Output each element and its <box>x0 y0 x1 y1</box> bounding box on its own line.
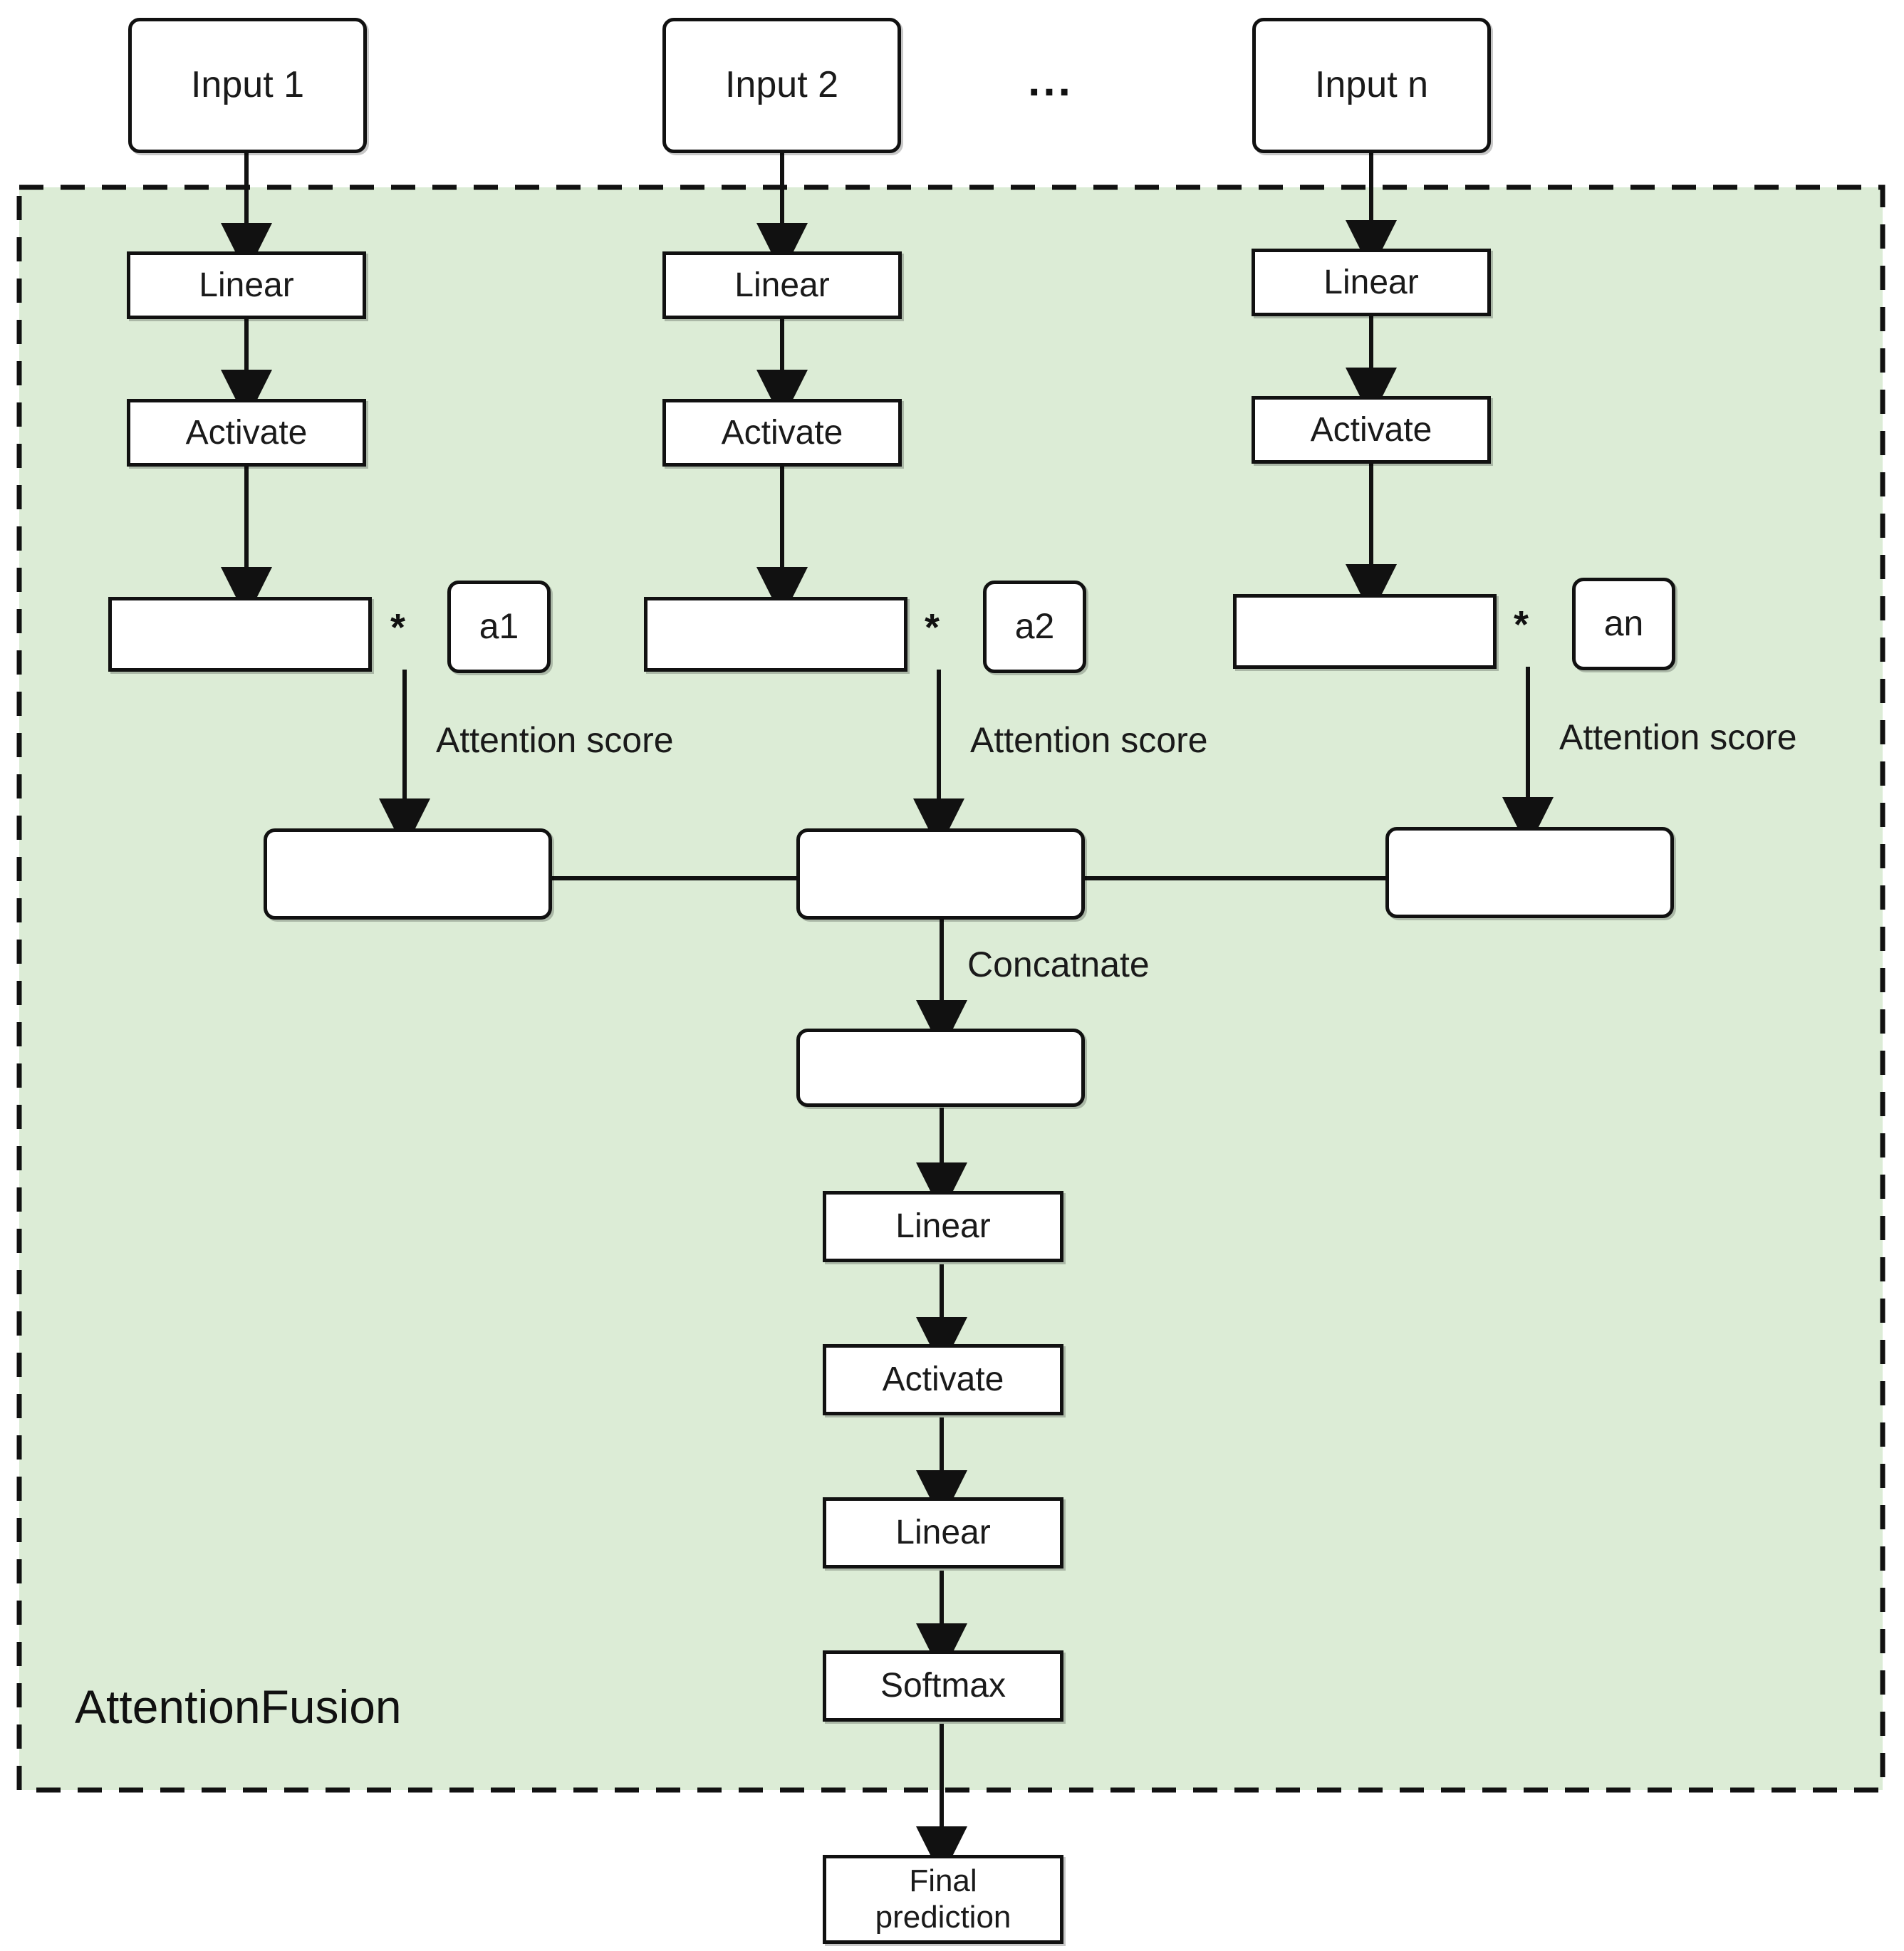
node-final-prediction-line1: Final <box>909 1863 977 1898</box>
node-activate-branch-1[interactable]: Activate <box>127 399 366 467</box>
node-weighted-branch-1[interactable] <box>264 828 552 920</box>
node-trunk-activate-label: Activate <box>882 1361 1004 1399</box>
multiply-symbol-branch-n: * <box>1514 603 1529 646</box>
node-activate-branch-2[interactable]: Activate <box>662 399 902 467</box>
multiply-symbol-branch-1: * <box>390 606 406 649</box>
node-activate-branch-n[interactable]: Activate <box>1252 396 1491 464</box>
node-trunk-linear-2[interactable]: Linear <box>823 1497 1063 1568</box>
node-trunk-linear-2-label: Linear <box>895 1514 991 1552</box>
node-input-n-label: Input n <box>1314 64 1429 106</box>
node-feature-branch-1[interactable] <box>108 597 372 672</box>
node-input-n[interactable]: Input n <box>1252 18 1491 153</box>
node-linear-branch-n[interactable]: Linear <box>1252 249 1491 316</box>
node-input-1-label: Input 1 <box>190 64 305 106</box>
node-activate-branch-n-label: Activate <box>1310 410 1432 449</box>
node-input-2[interactable]: Input 2 <box>662 18 901 153</box>
node-linear-branch-2-label: Linear <box>734 266 830 304</box>
node-attention-weight-a2-label: a2 <box>1014 606 1055 647</box>
node-linear-branch-2[interactable]: Linear <box>662 251 902 319</box>
node-trunk-activate[interactable]: Activate <box>823 1344 1063 1415</box>
node-weighted-branch-n[interactable] <box>1385 827 1674 918</box>
inputs-ellipsis: ... <box>1028 56 1073 105</box>
node-linear-branch-1[interactable]: Linear <box>127 251 366 319</box>
node-input-1[interactable]: Input 1 <box>128 18 367 153</box>
node-attention-weight-an[interactable]: an <box>1572 578 1675 670</box>
node-feature-branch-n[interactable] <box>1233 594 1497 669</box>
node-trunk-linear-1[interactable]: Linear <box>823 1191 1063 1262</box>
node-final-prediction[interactable]: Final prediction <box>823 1855 1063 1944</box>
node-trunk-linear-1-label: Linear <box>895 1207 991 1246</box>
node-attention-weight-a2[interactable]: a2 <box>983 581 1086 673</box>
edge-label-attention-score-n: Attention score <box>1559 717 1797 757</box>
node-linear-branch-1-label: Linear <box>199 266 294 304</box>
node-attention-weight-a1[interactable]: a1 <box>447 581 551 673</box>
node-final-prediction-line2: prediction <box>875 1899 1011 1935</box>
node-linear-branch-n-label: Linear <box>1323 263 1419 301</box>
multiply-symbol-branch-2: * <box>925 606 940 649</box>
node-weighted-branch-2[interactable] <box>796 828 1085 920</box>
edge-label-concatenate: Concatnate <box>967 945 1150 984</box>
node-input-2-label: Input 2 <box>724 64 839 106</box>
node-softmax[interactable]: Softmax <box>823 1650 1063 1722</box>
edge-label-attention-score-1: Attention score <box>436 720 674 760</box>
node-activate-branch-1-label: Activate <box>185 413 308 452</box>
edge-label-attention-score-2: Attention score <box>970 720 1208 760</box>
node-softmax-label: Softmax <box>880 1667 1006 1705</box>
attention-fusion-title: AttentionFusion <box>75 1680 402 1733</box>
node-attention-weight-a1-label: a1 <box>479 606 519 647</box>
node-activate-branch-2-label: Activate <box>721 413 843 452</box>
node-attention-weight-an-label: an <box>1603 603 1644 644</box>
node-concatenated-vector[interactable] <box>796 1029 1085 1107</box>
node-feature-branch-2[interactable] <box>644 597 907 672</box>
